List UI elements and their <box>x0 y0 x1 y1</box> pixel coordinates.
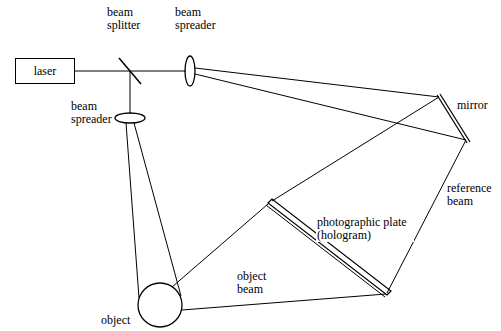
beam-ray <box>195 74 466 140</box>
reference-ray <box>272 97 439 201</box>
node-text: laser <box>34 65 57 78</box>
part-label: photographic plate (hologram) <box>316 216 414 242</box>
photographic-plate <box>268 199 391 295</box>
part-label: beam spreader <box>174 6 217 32</box>
lens <box>185 56 195 86</box>
beam-ray <box>134 123 181 296</box>
part-label: object <box>100 314 131 327</box>
object-sphere <box>138 283 182 327</box>
laser-box: laser <box>15 58 75 84</box>
part-label: beam spreader <box>70 100 113 126</box>
part-label: beam splitter <box>106 6 141 32</box>
lens <box>115 113 145 123</box>
part-label: object beam <box>236 270 267 296</box>
part-label: mirror <box>456 99 489 112</box>
beam-ray <box>126 123 139 298</box>
split-beam <box>130 71 131 113</box>
part-label: reference beam <box>446 182 493 208</box>
object-ray <box>182 294 386 310</box>
